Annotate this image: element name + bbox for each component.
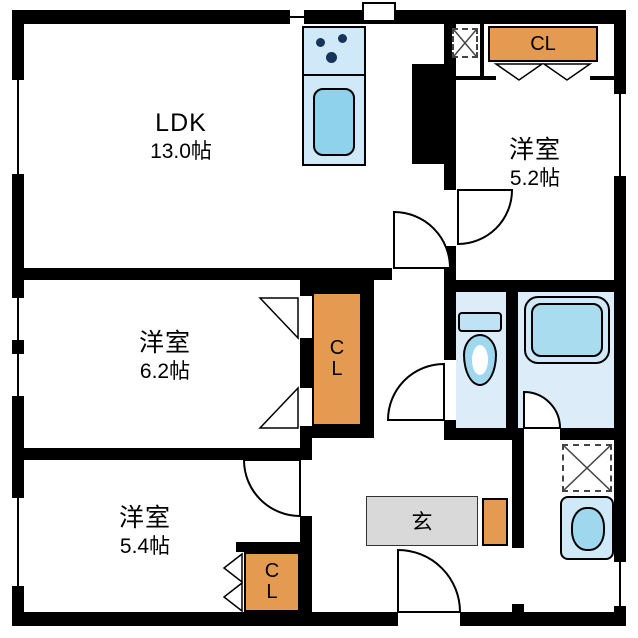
washing-machine-area-icon: [562, 444, 612, 492]
wall-segment: [590, 76, 614, 80]
bathtub-inner: [531, 303, 603, 357]
room-label-ldk: LDK 13.0帖: [150, 109, 212, 164]
wall-segment: [560, 428, 626, 440]
window-icon: [12, 296, 24, 342]
wall-segment: [300, 280, 374, 292]
wall-segment: [300, 338, 312, 388]
stove-burner-icon: [338, 34, 347, 43]
closet-middle: C L: [312, 292, 362, 426]
closet-door-leaf-icon: [258, 386, 299, 429]
stove-burner-icon: [326, 52, 337, 63]
wall-segment: [362, 292, 374, 426]
entrance-area: 玄: [366, 496, 478, 546]
closet-top-right: CL: [488, 26, 598, 62]
closet-label: C L: [264, 560, 280, 603]
stove-burner-icon: [316, 38, 325, 47]
door-swing-icon: [242, 459, 301, 518]
toilet-tank: [458, 312, 502, 332]
closet-bottom: C L: [244, 552, 300, 612]
kitchen-sink-icon: [313, 88, 355, 156]
room-label-bedroom-5-4: 洋室 5.4帖: [118, 504, 171, 559]
toilet-seat: [472, 345, 488, 375]
door-swing-icon: [386, 362, 445, 421]
counter-divider: [304, 74, 364, 76]
wall-segment: [24, 268, 392, 280]
door-swing-icon: [393, 210, 452, 269]
wall-segment: [444, 280, 626, 292]
toilet-icon: [456, 308, 506, 392]
kitchen-unit: [302, 26, 366, 166]
vent-box-icon: [452, 28, 478, 58]
wall-segment: [12, 612, 398, 626]
window-icon: [12, 78, 24, 176]
window-icon: [12, 352, 24, 398]
wall-segment: [456, 76, 496, 80]
washbasin-icon: [560, 496, 614, 560]
wall-segment: [512, 604, 524, 612]
door-swing-icon: [523, 390, 562, 429]
room-label-bedroom-6-2: 洋室 6.2帖: [138, 329, 191, 384]
washbasin-bowl: [571, 507, 605, 551]
folding-door-icon: [493, 63, 593, 81]
wall-segment: [300, 516, 312, 612]
closet-door-leaf-icon: [258, 297, 299, 340]
bathtub-icon: [524, 296, 610, 364]
wall-segment: [444, 292, 456, 360]
wall-segment: [236, 542, 300, 552]
duct-shaft: [412, 64, 456, 164]
shoe-cabinet: [482, 498, 508, 546]
door-swing-icon: [397, 548, 462, 613]
closet-label: C L: [329, 337, 345, 380]
window-icon: [614, 560, 626, 608]
wall-segment: [460, 612, 626, 626]
room-label-bedroom-5-2: 洋室 5.2帖: [508, 136, 561, 191]
wall-segment: [480, 24, 484, 78]
window-icon: [288, 10, 306, 24]
door-swing-icon: [457, 189, 514, 246]
wall-segment: [24, 448, 312, 460]
wall-segment: [300, 426, 374, 438]
vent-icon: [362, 2, 396, 22]
wall-segment: [12, 10, 626, 24]
wall-segment: [506, 292, 518, 440]
closet-label: CL: [530, 32, 556, 55]
window-icon: [12, 496, 24, 588]
window-icon: [614, 92, 626, 178]
toilet-bowl: [463, 334, 497, 386]
wall-segment: [512, 440, 524, 548]
entrance-label: 玄: [411, 511, 433, 534]
wall-segment: [444, 428, 524, 440]
folding-door-icon: [222, 552, 243, 613]
